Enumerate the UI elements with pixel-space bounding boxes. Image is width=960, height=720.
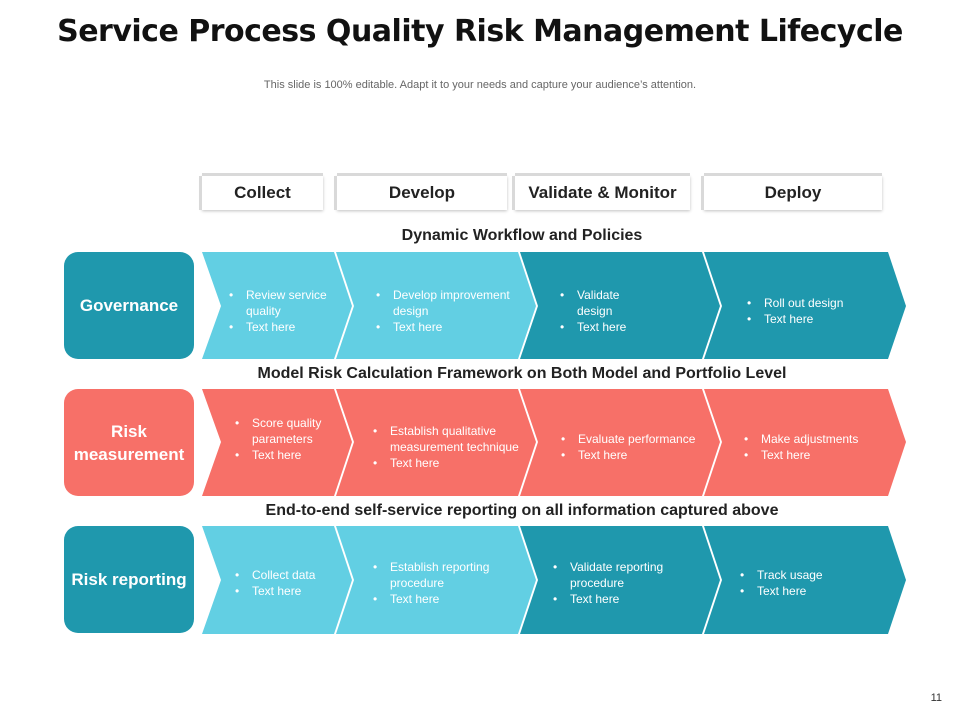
bullet-item: Text here bbox=[373, 455, 535, 471]
page-number: 11 bbox=[930, 692, 942, 704]
band-label-risk-reporting: End-to-end self-service reporting on all… bbox=[265, 502, 779, 519]
bullet-item: Establish qualitative measurement techni… bbox=[373, 423, 535, 455]
stage-tab-develop: Develop bbox=[337, 176, 507, 210]
bullet-item: Text here bbox=[553, 591, 693, 607]
row-head-risk-reporting: Risk reporting bbox=[64, 526, 194, 633]
bullet-item: Make adjustments bbox=[744, 431, 884, 447]
slide-subtitle: This slide is 100% editable. Adapt it to… bbox=[263, 79, 697, 91]
bullet-item: Validate design bbox=[560, 287, 640, 319]
bullet-item: Text here bbox=[235, 583, 345, 599]
band-label-governance: Dynamic Workflow and Policies bbox=[401, 227, 643, 244]
row-head-risk-measurement: Risk measurement bbox=[64, 389, 194, 496]
stage-tab-validate-monitor: Validate & Monitor bbox=[515, 176, 690, 210]
bullet-item: Text here bbox=[373, 591, 513, 607]
stage-tab-deploy: Deploy bbox=[704, 176, 882, 210]
bullet-item: Track usage bbox=[740, 567, 880, 583]
chevron-governance-deploy: Roll out design Text here bbox=[747, 295, 887, 327]
chevron-reporting-collect: Collect data Text here bbox=[235, 567, 345, 599]
bullet-item: Roll out design bbox=[747, 295, 887, 311]
chevron-reporting-validate: Validate reporting procedure Text here bbox=[553, 559, 693, 607]
bullet-item: Evaluate performance bbox=[561, 431, 711, 447]
chevron-reporting-deploy: Track usage Text here bbox=[740, 567, 880, 599]
chevron-measurement-deploy: Make adjustments Text here bbox=[744, 431, 884, 463]
bullet-item: Text here bbox=[560, 319, 640, 335]
bullet-item: Establish reporting procedure bbox=[373, 559, 513, 591]
bullet-item: Text here bbox=[235, 447, 327, 463]
bullet-item: Text here bbox=[376, 319, 516, 335]
chevron-governance-validate: Validate design Text here bbox=[560, 287, 640, 335]
chevron-measurement-collect: Score quality parameters Text here bbox=[235, 415, 327, 463]
bullet-item: Review service quality bbox=[229, 287, 337, 319]
bullet-item: Score quality parameters bbox=[235, 415, 327, 447]
bullet-item: Text here bbox=[747, 311, 887, 327]
bullet-item: Validate reporting procedure bbox=[553, 559, 693, 591]
bullet-item: Text here bbox=[740, 583, 880, 599]
slide-title: Service Process Quality Risk Management … bbox=[57, 14, 903, 49]
chevron-governance-develop: Develop improvement design Text here bbox=[376, 287, 516, 335]
chevron-reporting-develop: Establish reporting procedure Text here bbox=[373, 559, 513, 607]
bullet-item: Text here bbox=[229, 319, 337, 335]
chevron-measurement-develop: Establish qualitative measurement techni… bbox=[373, 423, 535, 471]
chevron-governance-collect: Review service quality Text here bbox=[229, 287, 337, 335]
bullet-item: Collect data bbox=[235, 567, 345, 583]
row-head-governance: Governance bbox=[64, 252, 194, 359]
chevron-measurement-validate: Evaluate performance Text here bbox=[561, 431, 711, 463]
stage-tab-collect: Collect bbox=[202, 176, 323, 210]
bullet-item: Text here bbox=[561, 447, 711, 463]
bullet-item: Text here bbox=[744, 447, 884, 463]
band-label-risk-measurement: Model Risk Calculation Framework on Both… bbox=[257, 365, 787, 382]
bullet-item: Develop improvement design bbox=[376, 287, 516, 319]
